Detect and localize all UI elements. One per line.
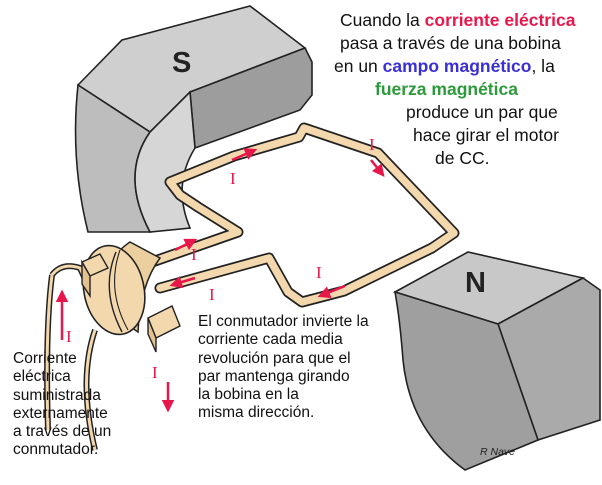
main-explanation-line-3: en un campo magnético, la (334, 56, 555, 77)
commutator-text-line: corriente cada media (198, 331, 343, 349)
armature-coil (146, 122, 460, 308)
supply-explanation: Corriente eléctrica suministrada externa… (13, 350, 111, 460)
main-explanation-line-7: de CC. (435, 148, 489, 169)
commutator-text-line: El conmutador invierte la (198, 313, 369, 330)
main-explanation-line-4: fuerza magnética (375, 79, 518, 100)
main-text-fragment: Cuando la (340, 10, 425, 30)
current-label: I (191, 245, 197, 264)
main-text-fragment: hace girar el motor (413, 125, 559, 145)
south-pole-label: S (172, 47, 191, 79)
highlight-electric-current: corriente eléctrica (424, 10, 576, 30)
current-label: I (152, 363, 158, 382)
author-credit: R Nave (480, 446, 516, 458)
current-label: I (230, 169, 236, 188)
main-text-fragment: produce un par que (406, 102, 558, 122)
commutator-text-line: par mantenga girando (198, 367, 350, 385)
commutator-text-line: misma dirección. (198, 404, 315, 422)
supply-text-line: externamente (13, 404, 108, 422)
main-explanation-line-6: hace girar el motor (413, 125, 559, 146)
north-magnet: N (392, 251, 601, 471)
main-explanation-line-1: Cuando la corriente eléctrica (340, 10, 575, 31)
main-text-fragment: , la (531, 56, 555, 76)
main-text-fragment: en un (334, 56, 383, 76)
current-label: I (66, 327, 72, 346)
main-text-fragment: pasa a través de una bobina (340, 33, 561, 53)
north-pole-label: N (465, 267, 486, 299)
highlight-magnetic-force: fuerza magnética (375, 79, 518, 99)
south-magnet: S (74, 5, 313, 233)
commutator-explanation: El conmutador invierte la corriente cada… (198, 313, 369, 423)
current-label: I (209, 285, 215, 304)
supply-text-line: a través de un (13, 423, 112, 441)
commutator-text-line: revolución para que el (198, 349, 351, 367)
supply-text-line: conmutador. (13, 441, 99, 459)
current-label: I (316, 263, 322, 282)
highlight-magnetic-field: campo magnético (382, 56, 532, 76)
current-arrows (55, 148, 385, 413)
main-explanation-line-5: produce un par que (406, 102, 558, 123)
main-text-fragment: de CC. (435, 148, 490, 168)
current-labels: I I I I I I I (66, 135, 375, 382)
commutator (44, 241, 181, 451)
supply-text-line: suministrada (13, 386, 101, 404)
main-explanation-line-2: pasa a través de una bobina (340, 33, 561, 54)
supply-text-line: eléctrica (13, 368, 71, 386)
current-label: I (369, 135, 375, 154)
commutator-text-line: la bobina en la (198, 386, 299, 404)
supply-text-line: Corriente (13, 350, 77, 367)
